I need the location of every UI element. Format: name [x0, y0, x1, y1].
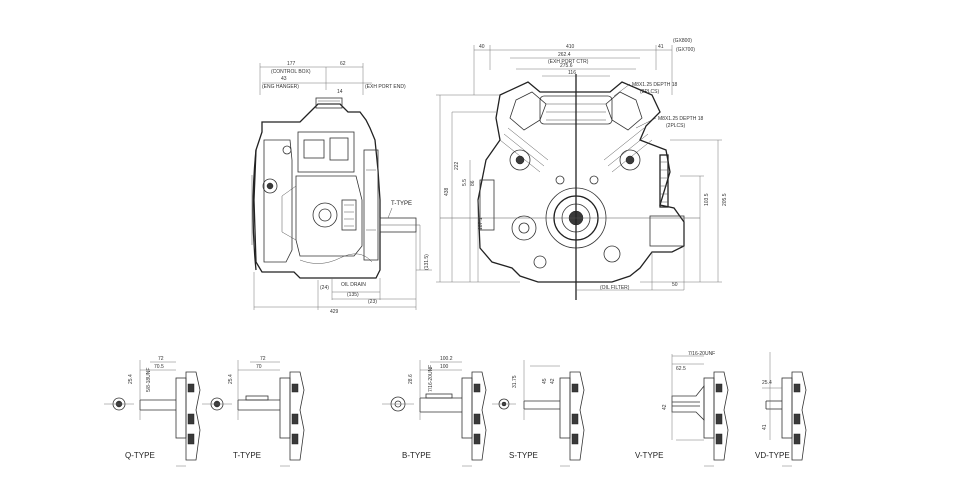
dim-222: 222 — [454, 161, 460, 170]
s-type-detail: 31.75 45 42 S-TYPE — [492, 360, 585, 467]
dim-429: 429 — [330, 309, 339, 315]
vd-dim-2: 41 — [762, 424, 768, 430]
dim-103-5: 103.5 — [704, 193, 710, 206]
vd-type-label: VD-TYPE — [755, 451, 790, 460]
b-dim-1: 28.6 — [408, 374, 414, 384]
vd-type-detail: 25.4 41 VD-TYPE — [755, 352, 807, 467]
shaft-type-label: T-TYPE — [391, 201, 412, 207]
control-box-label: (CONTROL BOX) — [271, 69, 311, 75]
dim-23: (23) — [368, 299, 377, 305]
dim-116: 116 — [568, 70, 576, 76]
q-dim-1: 25.4 — [128, 374, 134, 384]
dim-14: 14 — [337, 89, 343, 95]
dim-5-5: 5.5 — [462, 179, 468, 186]
q-type-label: Q-TYPE — [125, 451, 155, 460]
dim-205-5: 205.5 — [722, 193, 728, 206]
exh-port-ctr-label: (EXH PORT CTR) — [548, 59, 589, 65]
b-dim-2: 7/16-20UNF — [428, 365, 434, 392]
dim-41: 41 — [658, 44, 664, 50]
dim-262-4: 262.4 — [558, 52, 571, 58]
dim-177: 177 — [287, 61, 296, 67]
dim-275-6: 275.6 — [560, 63, 573, 69]
dim-43: 43 — [281, 76, 287, 82]
front-view: 40 410 41 (GX800) (GX700) 262.4 (EXH POR… — [436, 38, 728, 300]
dim-50: 50 — [672, 282, 678, 288]
dim-24: (24) — [320, 285, 329, 291]
dim-86: 86 — [470, 180, 476, 186]
t-type-detail: 25.4 72 70 T-TYPE — [202, 356, 305, 467]
side-view: 177 62 (CONTROL BOX) 43 (ENG HANGER) (EX… — [251, 61, 432, 315]
q-type-detail: 25.4 5/8-18UNF 72 70.5 Q-TYPE — [104, 356, 201, 467]
dim-135: (135) — [347, 292, 359, 298]
gx800-label: (GX800) — [673, 38, 692, 44]
v-dim-3: 42 — [662, 404, 668, 410]
eng-hanger-label: (ENG HANGER) — [262, 84, 299, 90]
b-dim-4: 100 — [440, 364, 449, 370]
s-dim-3: 42 — [550, 378, 556, 384]
vd-dim-1: 25.4 — [762, 380, 772, 386]
dim-131-5: (131.5) — [424, 254, 430, 270]
s-type-label: S-TYPE — [509, 451, 538, 460]
q-dim-3: 72 — [158, 356, 164, 362]
t-dim-1: 25.4 — [228, 374, 234, 384]
v-dim-1: 7/16-20UNF — [688, 351, 715, 357]
thread-label-1: M8X1.25 DEPTH 18 — [632, 82, 678, 88]
dim-187-1: 187.1 — [478, 217, 484, 230]
dim-62: 62 — [340, 61, 346, 67]
t-dim-2: 72 — [260, 356, 266, 362]
thread-plcs-1: (2PLCS) — [640, 89, 660, 95]
exh-port-end-label: (EXH PORT END) — [365, 84, 406, 90]
dim-438: 438 — [444, 187, 450, 196]
thread-label-2: M8X1.25 DEPTH 18 — [658, 116, 704, 122]
v-dim-2: 62.5 — [676, 366, 686, 372]
v-type-label: V-TYPE — [635, 451, 663, 460]
q-dim-4: 70.5 — [154, 364, 164, 370]
b-type-label: B-TYPE — [402, 451, 431, 460]
b-dim-3: 100.2 — [440, 356, 453, 362]
s-dim-1: 31.75 — [512, 375, 518, 388]
q-dim-2: 5/8-18UNF — [146, 368, 152, 392]
b-type-detail: 28.6 7/16-20UNF 100.2 100 B-TYPE — [382, 356, 487, 467]
dim-40: 40 — [479, 44, 485, 50]
gx700-label: (GX700) — [676, 47, 695, 53]
s-dim-2: 45 — [542, 378, 548, 384]
t-type-label: T-TYPE — [233, 451, 261, 460]
oil-drain-label: OIL DRAIN — [341, 282, 366, 288]
dim-410: 410 — [566, 44, 575, 50]
t-dim-3: 70 — [256, 364, 262, 370]
thread-plcs-2: (2PLCS) — [666, 123, 686, 129]
oil-filter-label: (OIL FILTER) — [600, 285, 630, 291]
v-type-detail: 7/16-20UNF 62.5 42 V-TYPE — [635, 351, 729, 467]
